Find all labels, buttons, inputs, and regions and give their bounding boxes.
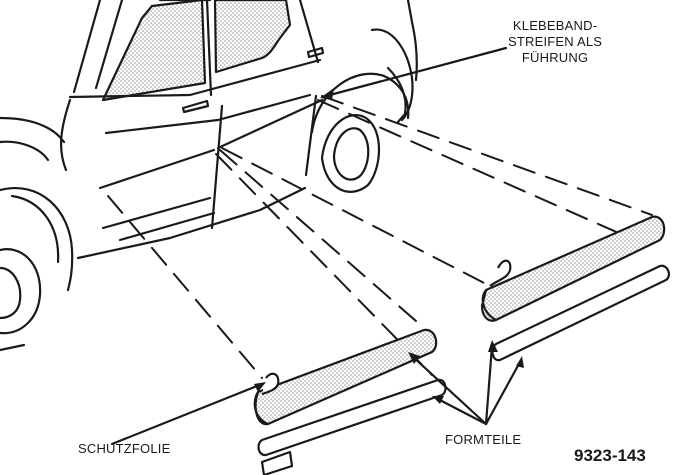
- front-film-curl: [489, 259, 512, 287]
- rear-rim: [0, 266, 22, 320]
- projection-mid-upper: [219, 149, 425, 329]
- leader-foil: [110, 382, 264, 446]
- molding-line-front: [216, 98, 324, 150]
- leader-arrowheads: [254, 88, 524, 404]
- arrowhead-parts-1: [408, 352, 420, 364]
- rear-molding-end: [253, 391, 269, 426]
- leader-parts-1: [410, 354, 488, 426]
- front-molding: [480, 215, 666, 322]
- front-window: [213, 0, 292, 74]
- leader-parts-4: [484, 360, 522, 426]
- projection-front-top: [321, 95, 653, 216]
- adhesive-tape-label-line-2: STREIFEN ALS: [508, 34, 603, 49]
- rear-strip-lower: [260, 450, 294, 475]
- arrowhead-parts-3: [488, 340, 498, 352]
- rear-door-rear-edge: [59, 98, 72, 172]
- windshield-edge: [298, 0, 320, 64]
- leader-parts-3: [484, 344, 494, 426]
- center-door-seam: [210, 104, 224, 230]
- molding-parts: [253, 215, 670, 475]
- leader-parts-2: [434, 396, 488, 426]
- door-bottom: [101, 196, 212, 230]
- arrowhead-foil: [254, 382, 266, 392]
- molded-parts-label: FORMTEILE: [445, 432, 522, 447]
- front-tire: [320, 113, 381, 193]
- belt-line: [68, 58, 322, 99]
- door-top-line: [104, 93, 312, 135]
- rear-quarter: [0, 116, 66, 144]
- rear-film-curl: [261, 372, 280, 396]
- front-door-handle: [306, 46, 325, 59]
- front-molding-end: [481, 289, 497, 321]
- rear-molding: [254, 328, 438, 426]
- rear-wheel-arch: [0, 187, 74, 292]
- adhesive-tape-label-line-1: KLEBEBAND-: [512, 18, 598, 33]
- rear-quarter-2: [0, 140, 50, 162]
- front-door-seam: [304, 94, 318, 177]
- protective-film-label: SCHUTZFOLIE: [78, 441, 171, 456]
- leader-tape: [324, 46, 508, 98]
- adhesive-tape-label: KLEBEBAND- STREIFEN ALS FÜHRUNG: [508, 18, 602, 66]
- front-fender: [370, 28, 414, 122]
- arrowhead-tape: [320, 88, 334, 100]
- arrowhead-parts-4: [516, 356, 524, 368]
- rocker-upper: [118, 211, 216, 242]
- projection-rear-top: [107, 195, 263, 379]
- rocker-lower: [76, 186, 307, 260]
- projection-front-bottom: [317, 99, 631, 239]
- b-pillar: [205, 0, 213, 97]
- arrowhead-parts-2: [432, 396, 444, 404]
- rear-tire: [0, 248, 42, 335]
- rear-door-handle: [181, 99, 210, 114]
- figure-number: 9323-143: [574, 446, 646, 465]
- rear-strip-upper: [257, 378, 447, 457]
- rear-wheel-arch-inner: [10, 194, 60, 264]
- roof-line: [72, 0, 124, 94]
- leader-lines: [110, 46, 522, 446]
- car-body: [0, 0, 418, 352]
- projection-mid-lower: [215, 153, 433, 376]
- front-fender-edge: [406, 0, 418, 82]
- projection-lines: [107, 95, 653, 379]
- adhesive-tape-label-line-3: FÜHRUNG: [521, 50, 589, 65]
- front-bumper-cap: [386, 66, 407, 124]
- projection-center-to-front: [221, 147, 489, 286]
- rear-window: [101, 0, 207, 102]
- front-rim: [332, 127, 370, 181]
- molding-line-rear: [98, 148, 216, 190]
- rear-lower-body: [0, 343, 26, 352]
